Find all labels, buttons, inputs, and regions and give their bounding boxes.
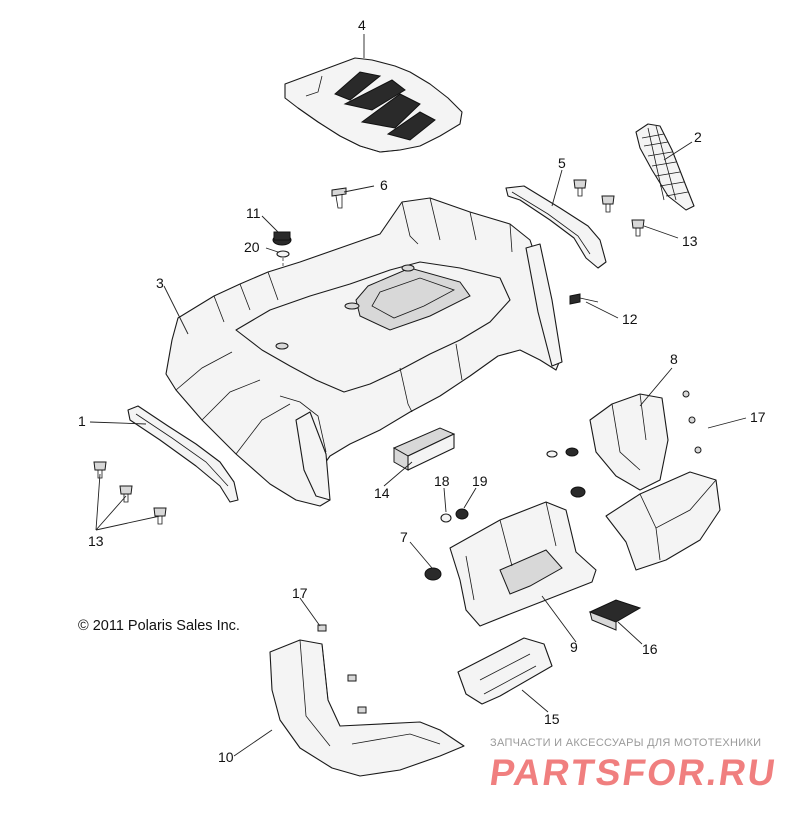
part-3-storage-box <box>165 197 563 507</box>
callout-11: 11 <box>246 205 261 221</box>
callout-12: 12 <box>622 311 638 327</box>
callout-17-right: 17 <box>750 409 766 425</box>
callout-14: 14 <box>374 485 390 501</box>
callout-17-lower: 17 <box>292 585 308 601</box>
callout-13-top: 13 <box>682 233 698 249</box>
part-16-pad <box>588 599 642 631</box>
part-2-grille <box>635 123 695 211</box>
part-17-right-bin <box>605 471 721 571</box>
callout-6: 6 <box>380 177 388 193</box>
part-12-screw <box>569 293 599 305</box>
callout-8: 8 <box>670 351 678 367</box>
callout-15: 15 <box>544 711 560 727</box>
part-7-nut <box>424 567 442 581</box>
callout-9: 9 <box>570 639 578 655</box>
callout-13-left: 13 <box>88 533 104 549</box>
callout-2: 2 <box>694 129 702 145</box>
part-18-washer <box>440 513 452 523</box>
part-8-right-bracket <box>589 393 669 491</box>
callout-3: 3 <box>156 275 164 291</box>
callout-18: 18 <box>434 473 450 489</box>
part-14-foam-block <box>392 427 456 471</box>
callout-16: 16 <box>642 641 658 657</box>
leader-lines <box>89 34 747 757</box>
callout-7: 7 <box>400 529 408 545</box>
part-9-center-bracket <box>449 501 597 627</box>
callout-1: 1 <box>78 413 86 429</box>
hardware-near-9 <box>546 447 586 498</box>
part-20-washer <box>276 250 290 258</box>
part-1-trim-strip <box>127 405 239 503</box>
callout-labels: 4 2 5 6 11 20 13 3 12 8 17 1 14 18 19 13… <box>78 17 766 765</box>
callout-4: 4 <box>358 17 366 33</box>
part-11-grommet <box>272 231 292 246</box>
fastener-set-right <box>682 390 702 454</box>
callout-20: 20 <box>244 239 260 255</box>
part-6-pin <box>331 187 347 209</box>
copyright-text: © 2011 Polaris Sales Inc. <box>78 618 240 634</box>
fastener-set-lower <box>317 624 367 714</box>
callout-19: 19 <box>472 473 488 489</box>
fastener-set-top-right <box>573 179 645 237</box>
watermark-caption: ЗАПЧАСТИ И АКСЕССУАРЫ ДЛЯ МОТОТЕХНИКИ <box>490 737 762 749</box>
part-15-cover-plate <box>457 637 553 705</box>
part-13-fasteners-left <box>93 461 167 525</box>
callout-5: 5 <box>558 155 566 171</box>
part-19-nut <box>455 508 469 520</box>
watermark-logo: PARTSFOR.RU <box>487 752 780 793</box>
part-5-side-trim <box>505 185 607 269</box>
part-10-lower-bracket <box>269 639 465 777</box>
callout-10: 10 <box>218 749 234 765</box>
part-4-cover-panel <box>284 57 463 153</box>
